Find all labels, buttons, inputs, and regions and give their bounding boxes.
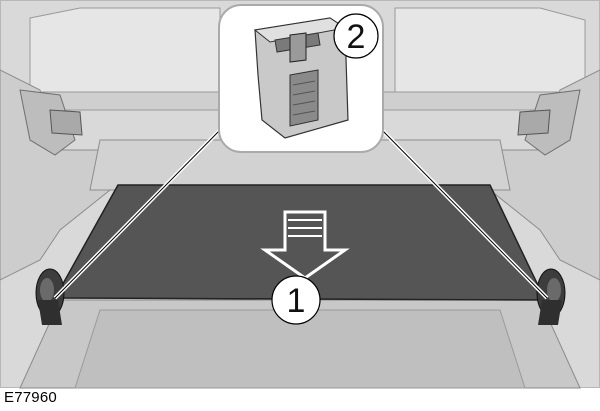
left-hinge xyxy=(19,89,76,156)
callout-2-circle xyxy=(333,13,379,59)
down-arrow-icon xyxy=(260,210,350,280)
leader-line-right-outline xyxy=(379,127,548,299)
right-hinge xyxy=(524,89,581,156)
load-floor-inner xyxy=(74,309,526,389)
detail-inset: 2 xyxy=(218,4,384,153)
right-bracket xyxy=(517,109,551,136)
right-cover-mount xyxy=(536,268,566,325)
left-cover-mount xyxy=(35,268,65,325)
leader-line-left-outline xyxy=(54,127,223,299)
rear-seat-panel xyxy=(29,7,221,101)
clip-hook xyxy=(289,32,307,63)
callout-1-circle xyxy=(271,275,321,325)
figure-code: E77960 xyxy=(4,389,57,406)
clip-grille xyxy=(289,69,319,127)
callout-2-label: 2 xyxy=(347,18,366,56)
rear-seat-panel-right xyxy=(394,7,586,101)
left-bracket xyxy=(49,109,83,136)
callout-1-label: 1 xyxy=(287,282,306,320)
